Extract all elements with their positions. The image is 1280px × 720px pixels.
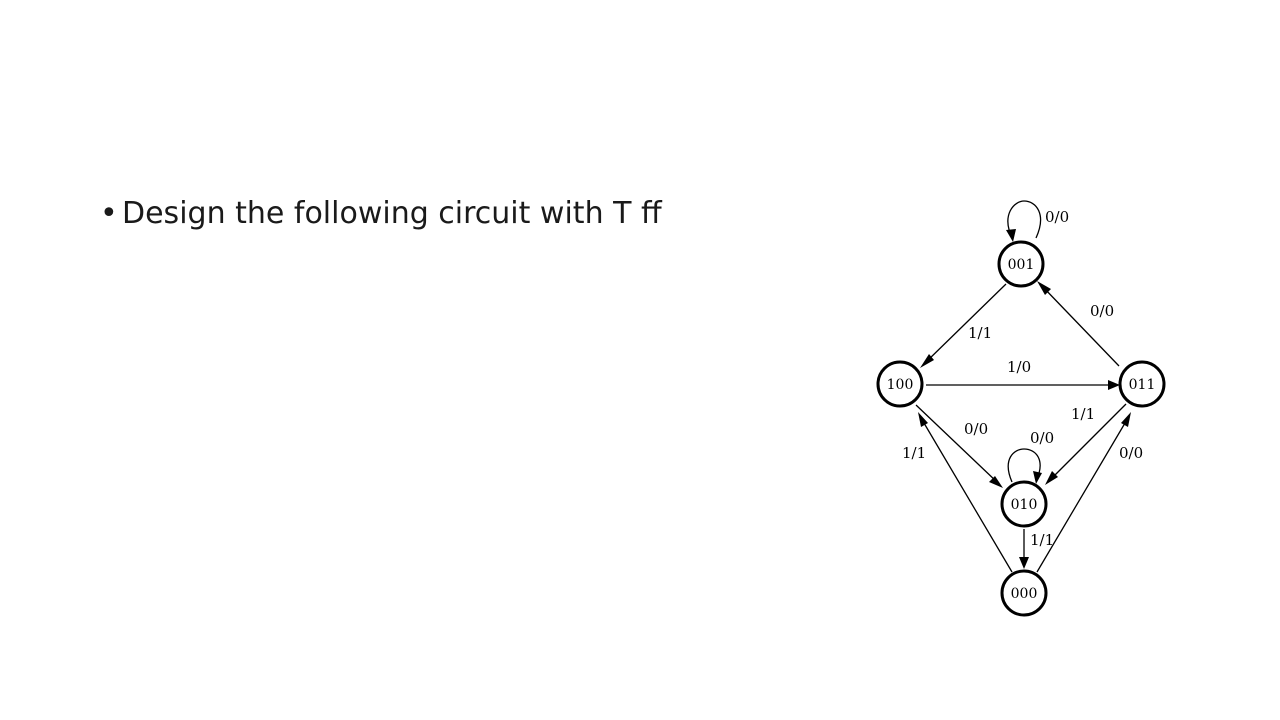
edge-100-to-010: [915, 404, 999, 484]
arrowhead-self-loop-001: [1006, 229, 1016, 242]
bullet-dot: •: [100, 196, 118, 231]
state-100-label: 100: [887, 377, 914, 393]
state-011: 011: [1118, 360, 1166, 408]
arrowhead-011-to-001: [1037, 281, 1051, 295]
arrowhead-011-to-010: [1045, 471, 1058, 485]
state-001: 001: [997, 240, 1045, 288]
label-100-to-011: 1/0: [1007, 358, 1031, 376]
arrowhead-010-to-000: [1019, 557, 1029, 569]
bullet-item: •Design the following circuit with T ff: [100, 196, 662, 231]
edge-001-to-100: [924, 283, 1007, 364]
label-001-to-100: 1/1: [968, 324, 992, 342]
arrowhead-000-to-011: [1121, 412, 1131, 427]
edge-000-to-100: [920, 417, 1013, 573]
state-001-label: 001: [1008, 257, 1035, 273]
label-011-to-010: 1/1: [1071, 405, 1095, 423]
edge-011-to-001: [1041, 285, 1120, 367]
arrowhead-001-to-100: [920, 354, 934, 368]
arrowhead-100-to-010: [989, 476, 1003, 488]
self-loop-001: [1007, 200, 1042, 241]
arrowhead-000-to-100: [918, 412, 928, 427]
state-100: 100: [876, 360, 924, 408]
label-011-to-001: 0/0: [1090, 302, 1114, 320]
arrowhead-100-to-011: [1108, 380, 1120, 390]
label-self-010: 0/0: [1030, 429, 1054, 447]
state-011-label: 011: [1129, 377, 1156, 393]
state-010: 010: [1000, 480, 1048, 528]
self-loop-010: [1007, 448, 1041, 483]
edge-000-to-011: [1036, 417, 1129, 573]
arrowhead-self-loop-010: [1033, 471, 1042, 484]
state-000-label: 000: [1011, 586, 1038, 602]
label-000-to-100: 1/1: [902, 444, 926, 462]
state-000: 000: [1000, 569, 1048, 617]
label-000-to-011: 0/0: [1119, 444, 1143, 462]
state-010-label: 010: [1011, 497, 1038, 513]
edge-011-to-010: [1049, 403, 1127, 481]
label-100-to-010: 0/0: [964, 420, 988, 438]
bullet-text: Design the following circuit with T ff: [122, 196, 662, 231]
label-self-001: 0/0: [1045, 208, 1069, 226]
label-010-to-000: 1/1: [1030, 531, 1054, 549]
